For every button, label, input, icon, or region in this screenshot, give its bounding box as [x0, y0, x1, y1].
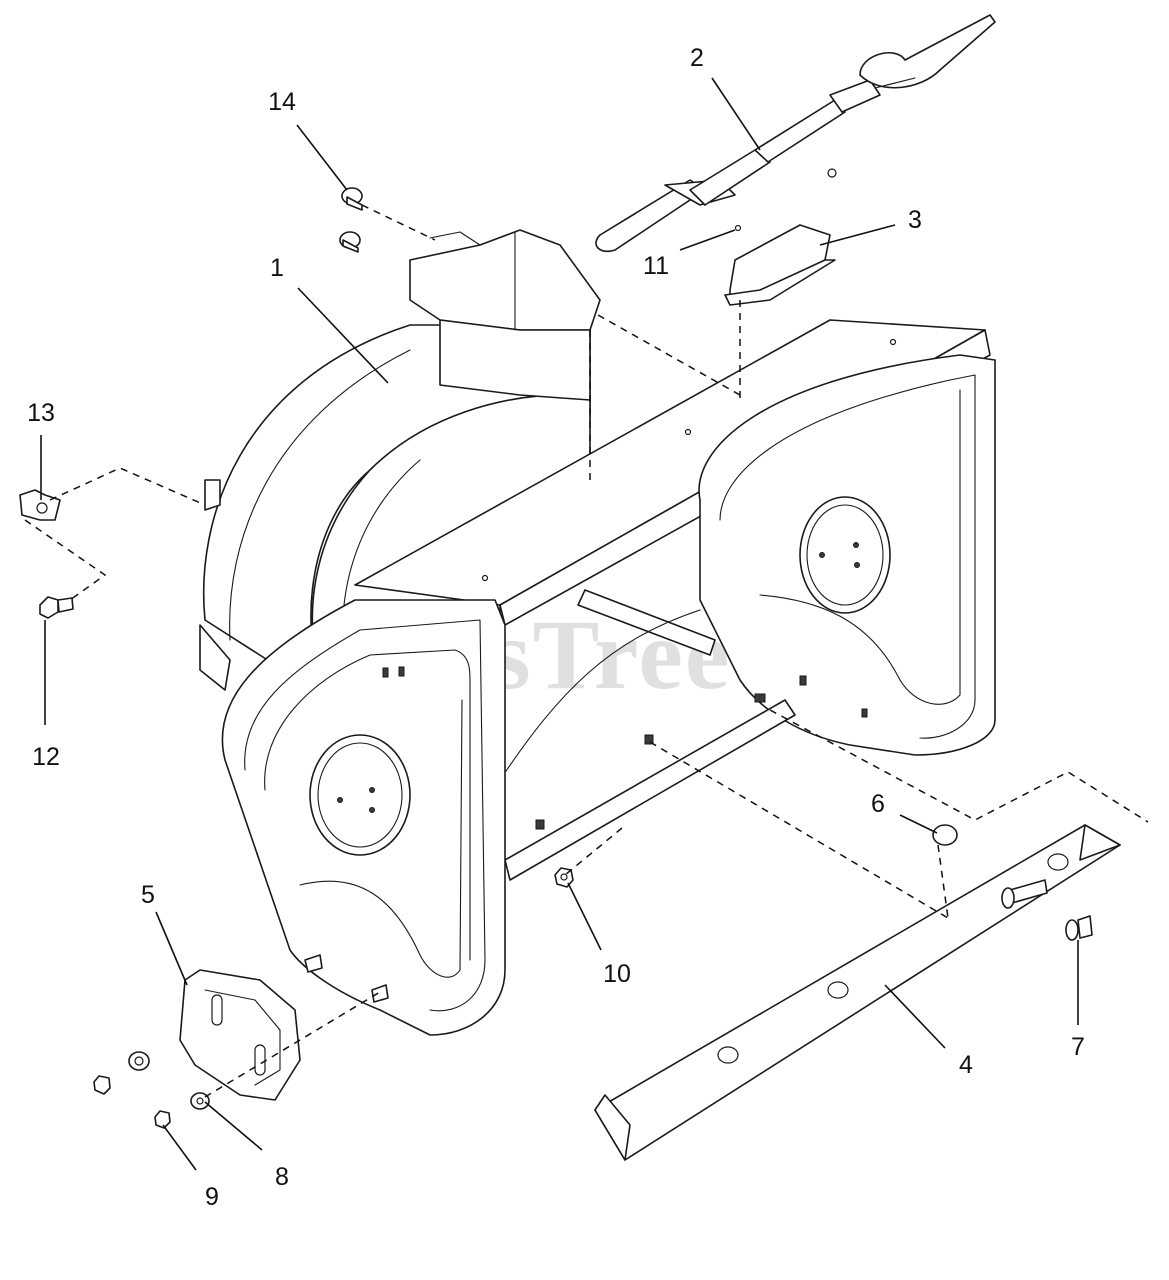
part-5-skid-shoe — [179, 969, 301, 1101]
callout-11: 11 — [643, 252, 669, 280]
main-frame — [221, 319, 996, 1036]
callout-4: 4 — [959, 1051, 973, 1079]
callout-13: 13 — [27, 399, 55, 427]
callout-5: 5 — [141, 881, 155, 909]
callout-3: 3 — [908, 206, 922, 234]
leader-lines — [40, 77, 1079, 1171]
callouts: 1 2 3 4 5 6 7 8 9 10 11 12 13 14 — [27, 44, 1085, 1211]
callout-10: 10 — [603, 960, 631, 988]
part-9-nut — [154, 1110, 171, 1129]
part-3-bracket — [724, 168, 837, 306]
callout-2: 2 — [690, 44, 704, 72]
hardware — [19, 187, 1093, 1129]
callout-12: 12 — [32, 743, 60, 771]
part-12-bolt — [39, 596, 59, 619]
part-4-shave-plate — [594, 824, 1121, 1161]
callout-1: 1 — [270, 254, 284, 282]
part-6-carriage-bolt — [932, 824, 958, 846]
callout-7: 7 — [1071, 1033, 1085, 1061]
assembly-lines — [24, 204, 1149, 1098]
callout-9: 9 — [205, 1183, 219, 1211]
callout-14: 14 — [268, 88, 296, 116]
part-2-chute-crank — [595, 14, 996, 253]
callout-8: 8 — [275, 1163, 289, 1191]
callout-6: 6 — [871, 790, 885, 818]
